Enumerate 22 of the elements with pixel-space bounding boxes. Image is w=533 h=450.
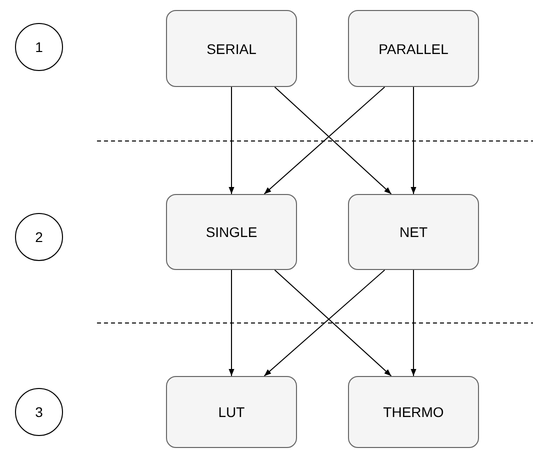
process-box — [166, 376, 297, 448]
box-label: PARALLEL — [378, 40, 448, 56]
box-label: NET — [400, 224, 428, 240]
step-number: 3 — [35, 404, 43, 420]
step-number: 1 — [35, 39, 43, 55]
box-label: SINGLE — [206, 224, 258, 240]
arrow — [410, 270, 416, 376]
arrow — [228, 86, 234, 194]
step-number-circle — [15, 23, 63, 71]
step-number-circle — [15, 388, 63, 436]
process-box — [166, 10, 297, 87]
step-number: 2 — [35, 229, 43, 245]
process-box — [348, 376, 479, 448]
arrow — [410, 86, 416, 194]
box-label: THERMO — [383, 404, 444, 420]
step-number-circle — [15, 213, 63, 261]
process-box — [166, 194, 297, 270]
box-label: SERIAL — [206, 40, 256, 56]
box-label: LUT — [218, 404, 245, 420]
process-box — [348, 194, 479, 270]
arrow — [228, 270, 234, 376]
process-box — [348, 10, 479, 87]
